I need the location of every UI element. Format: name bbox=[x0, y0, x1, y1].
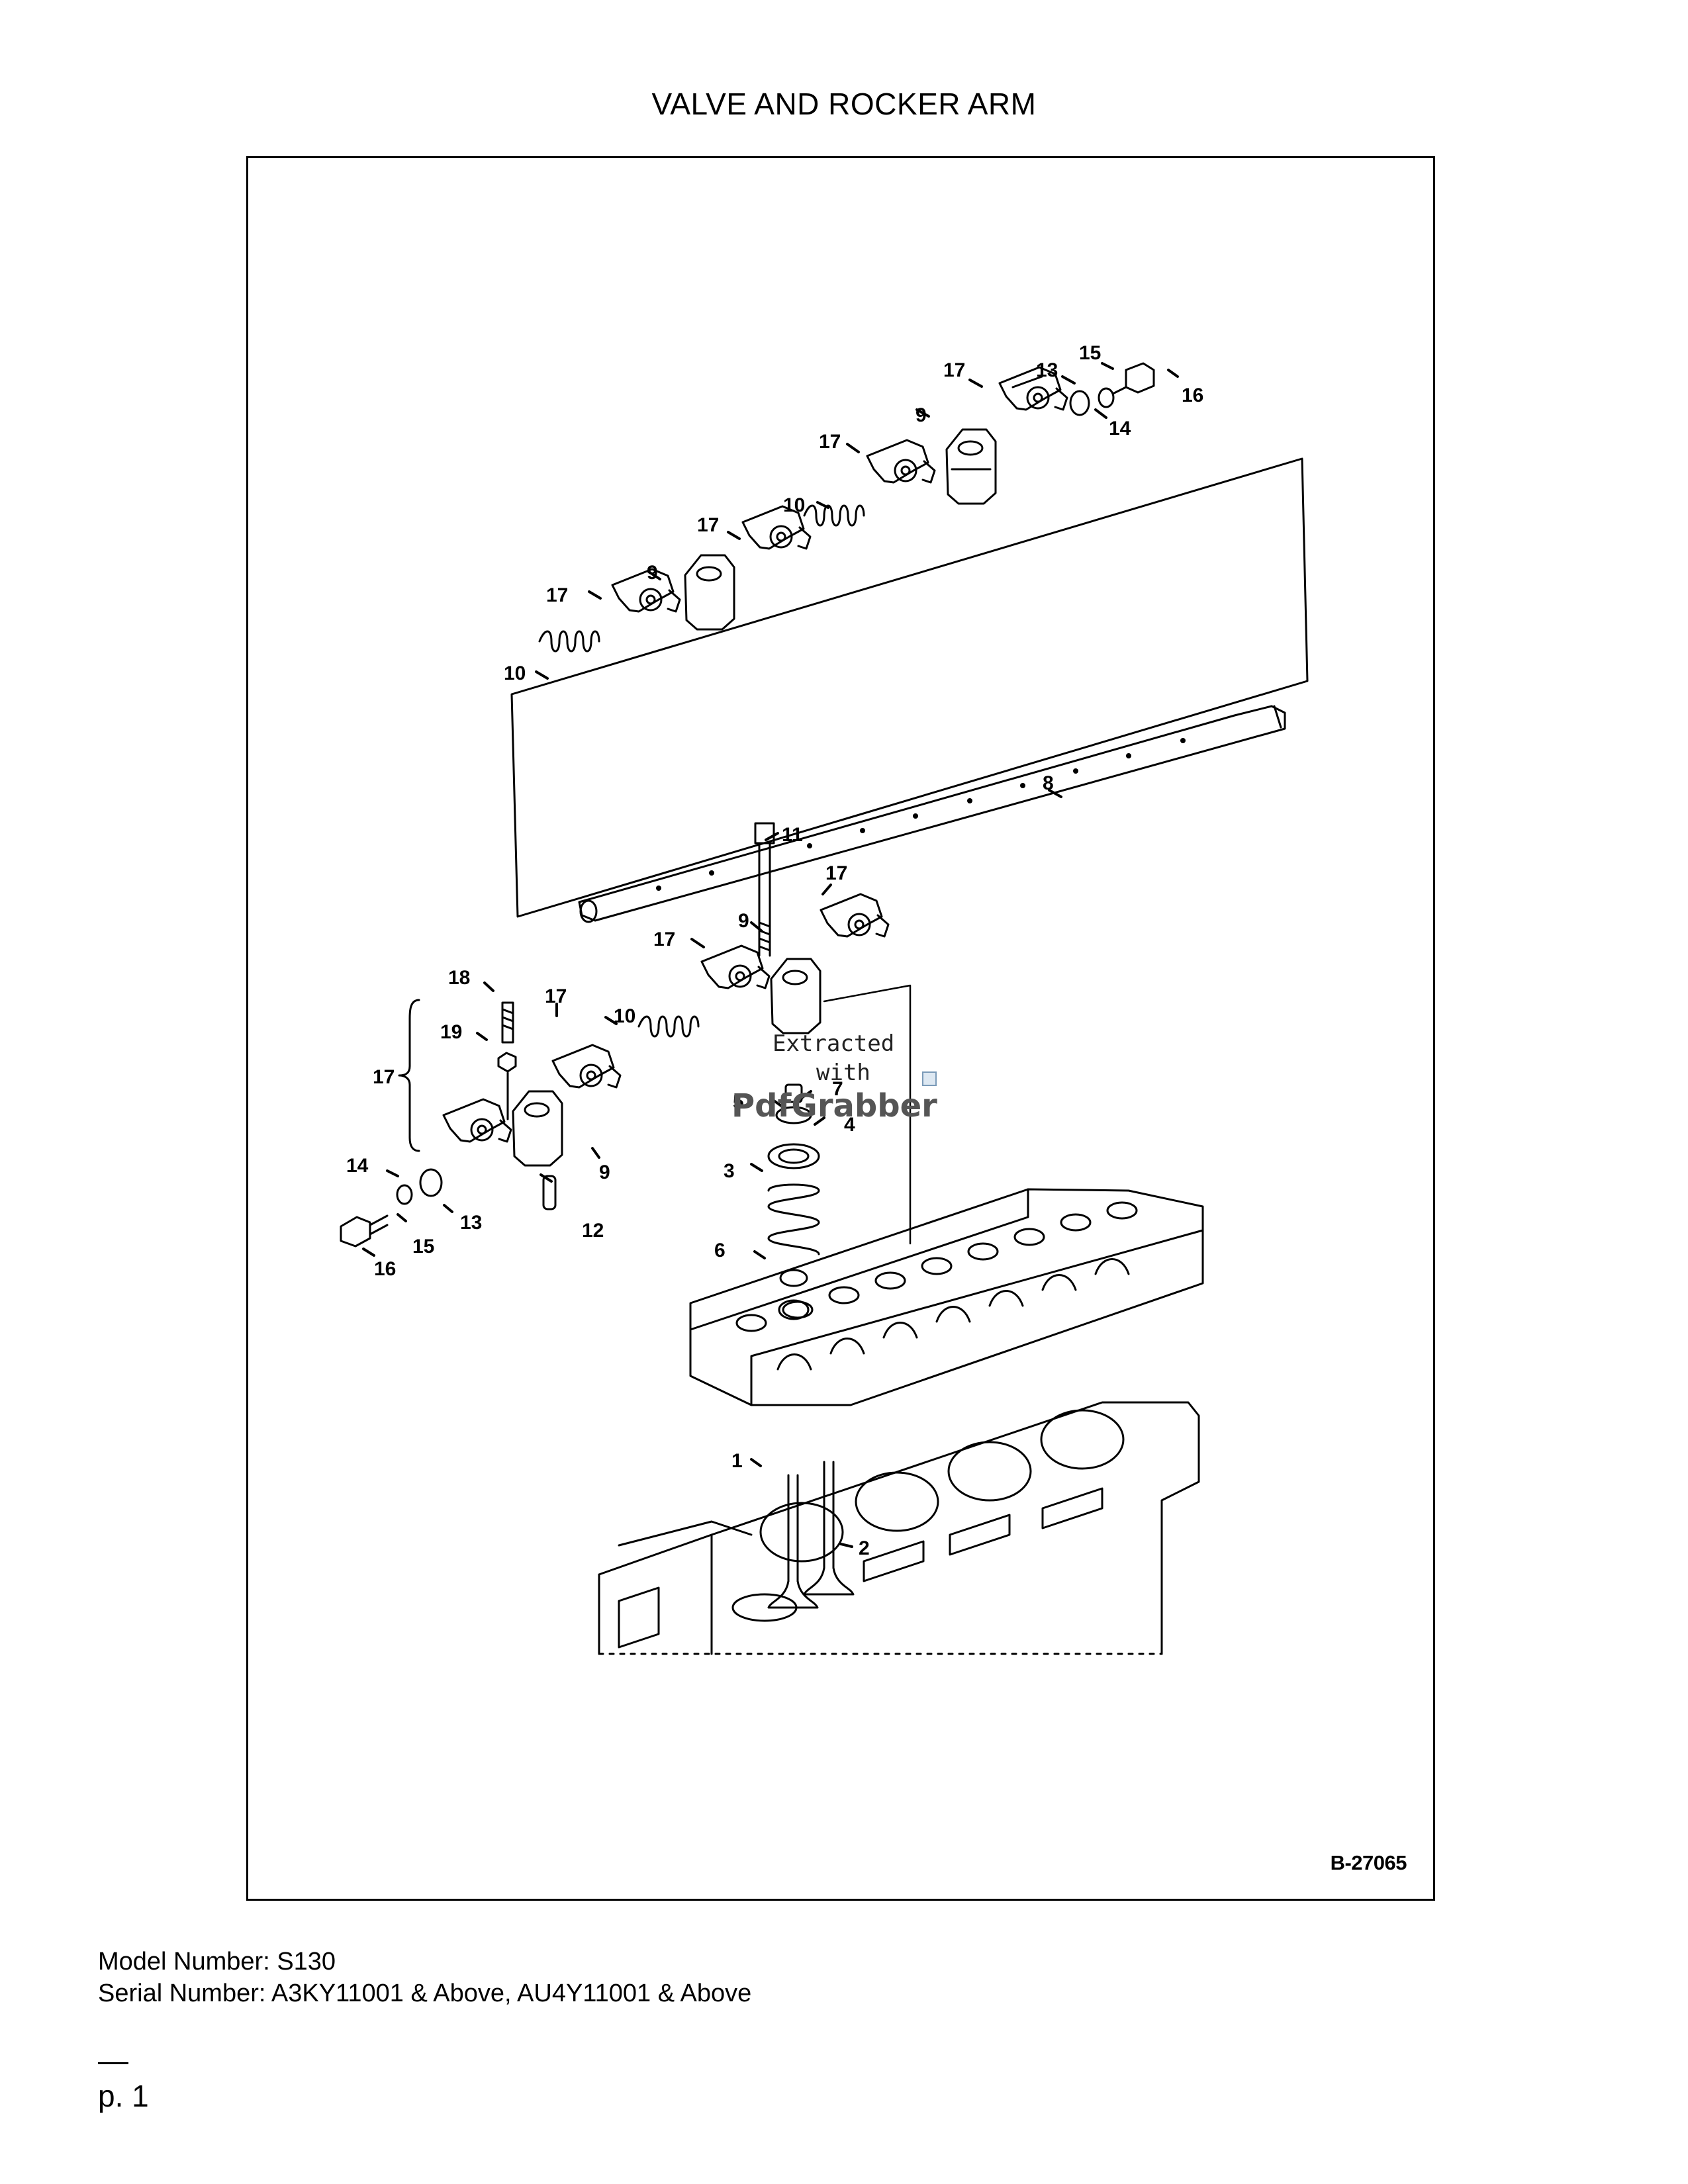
callout-6: 6 bbox=[714, 1240, 726, 1261]
watermark-line-2: with bbox=[816, 1060, 870, 1086]
callout-16: 16 bbox=[1182, 385, 1203, 406]
exploded-parts-diagram: 17 13 15 16 14 9 17 10 17 9 17 10 8 11 1… bbox=[340, 342, 1309, 1655]
watermark-line-1: Extracted bbox=[773, 1030, 895, 1057]
callout-4: 4 bbox=[844, 1114, 855, 1136]
ring-lower bbox=[396, 1184, 413, 1205]
callout-17: 17 bbox=[653, 929, 675, 950]
callout-leaders bbox=[362, 362, 1179, 1548]
page-number-rule bbox=[98, 2062, 128, 2064]
callout-3: 3 bbox=[724, 1160, 735, 1182]
rocker-arm-lower-1 bbox=[820, 893, 890, 938]
valve-2 bbox=[803, 1461, 855, 1596]
cylinder-block bbox=[598, 1401, 1200, 1655]
callout-16: 16 bbox=[374, 1258, 396, 1280]
callout-17: 17 bbox=[697, 514, 719, 536]
adjust-screw bbox=[497, 1001, 517, 1120]
valve-spring-stack bbox=[767, 1083, 820, 1320]
rocker-arm-upper-4 bbox=[611, 568, 681, 613]
callout-8: 8 bbox=[1043, 772, 1054, 794]
callout-14: 14 bbox=[1109, 418, 1131, 439]
rocker-bracket-upper-1 bbox=[945, 428, 997, 505]
pin bbox=[542, 1175, 557, 1210]
callout-5: 5 bbox=[733, 1091, 744, 1113]
rocker-arm-upper-2 bbox=[866, 439, 936, 484]
diagram-frame: 17 13 15 16 14 9 17 10 17 9 17 10 8 11 1… bbox=[246, 156, 1435, 1901]
callout-9: 9 bbox=[599, 1161, 610, 1183]
callout-1: 1 bbox=[731, 1450, 743, 1472]
serial-number: Serial Number: A3KY11001 & Above, AU4Y11… bbox=[98, 1979, 752, 2007]
callout-15: 15 bbox=[1079, 342, 1101, 364]
callout-19: 19 bbox=[440, 1021, 462, 1043]
callout-13: 13 bbox=[1036, 359, 1058, 381]
washer-upper bbox=[1069, 390, 1090, 416]
washer-lower bbox=[419, 1168, 443, 1197]
figure-code: B-27065 bbox=[1330, 1851, 1407, 1874]
callout-12: 12 bbox=[582, 1220, 604, 1242]
upper-assembly-outline bbox=[510, 457, 1309, 918]
callout-17: 17 bbox=[545, 985, 567, 1007]
cylinder-head bbox=[689, 1188, 1204, 1406]
rocker-arm-lower-3 bbox=[551, 1044, 622, 1089]
watermark-icon bbox=[922, 1071, 937, 1086]
page-number: p. 1 bbox=[98, 2079, 149, 2113]
callout-9: 9 bbox=[738, 910, 749, 932]
spring-upper-2 bbox=[538, 630, 600, 653]
spring-lower bbox=[637, 1015, 700, 1038]
callout-17: 17 bbox=[546, 584, 568, 606]
rocker-arm-lower-4 bbox=[442, 1098, 512, 1143]
callout-10: 10 bbox=[614, 1005, 635, 1027]
callout-15: 15 bbox=[412, 1236, 434, 1257]
model-number: Model Number: S130 bbox=[98, 1948, 336, 1976]
callout-9: 9 bbox=[647, 562, 658, 584]
callout-7: 7 bbox=[832, 1078, 843, 1100]
callout-10: 10 bbox=[783, 494, 805, 516]
valve-1 bbox=[767, 1474, 819, 1609]
rocker-bracket-upper-2 bbox=[684, 554, 735, 631]
watermark-logo-text: PdfGrabber bbox=[731, 1087, 937, 1124]
group-bracket bbox=[398, 999, 420, 1152]
rocker-shaft bbox=[578, 705, 1286, 923]
page-title: VALVE AND ROCKER ARM bbox=[651, 87, 1037, 121]
callout-17: 17 bbox=[819, 431, 841, 453]
callout-13: 13 bbox=[460, 1212, 482, 1234]
bolt-upper bbox=[1111, 362, 1155, 395]
spring-upper-1 bbox=[803, 504, 865, 527]
rocker-bracket-lower-1 bbox=[770, 958, 821, 1034]
callout-17: 17 bbox=[373, 1066, 395, 1088]
callout-10: 10 bbox=[504, 662, 526, 684]
bolt-long bbox=[754, 822, 775, 957]
rocker-bracket-lower-2 bbox=[512, 1090, 563, 1167]
callout-18: 18 bbox=[448, 967, 470, 989]
rocker-arm-upper-1 bbox=[998, 366, 1068, 411]
shaft-holes bbox=[656, 738, 1186, 891]
callout-2: 2 bbox=[859, 1537, 870, 1559]
callout-17: 17 bbox=[825, 862, 847, 884]
rocker-arm-lower-2 bbox=[700, 944, 771, 989]
callout-17: 17 bbox=[943, 359, 965, 381]
bolt-lower bbox=[340, 1214, 389, 1248]
rocker-arm-upper-3 bbox=[741, 505, 812, 550]
ring-upper bbox=[1098, 387, 1115, 408]
callout-11: 11 bbox=[782, 824, 803, 846]
callout-9: 9 bbox=[915, 404, 927, 426]
callout-14: 14 bbox=[346, 1155, 369, 1177]
